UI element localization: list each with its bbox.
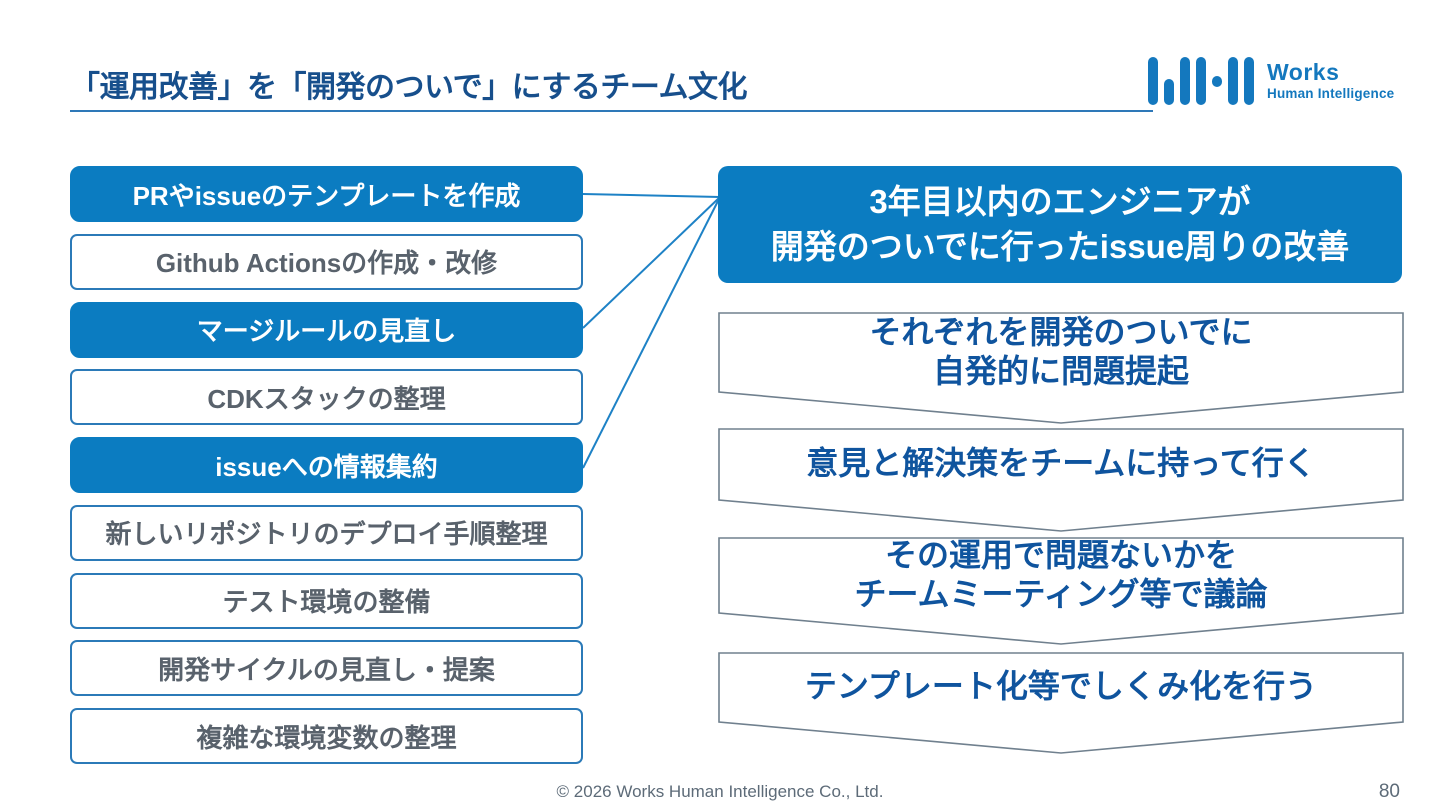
flow-step-3: テンプレート化等でしくみ化を行う: [718, 652, 1404, 755]
left-item-1: Github Actionsの作成・改修: [70, 233, 583, 290]
logo-line1: Works: [1267, 59, 1340, 86]
flow-step-2: その運用で問題ないかをチームミーティング等で議論: [718, 537, 1404, 646]
flow-step-text-0: それぞれを開発のついでに自発的に問題提起: [869, 313, 1253, 389]
logo-line2: Human Intelligence: [1267, 86, 1395, 102]
left-item-list: PRやissueのテンプレートを作成 Github Actionsの作成・改修マー…: [70, 166, 583, 764]
flow-step-text-3: テンプレート化等でしくみ化を行う: [804, 668, 1318, 705]
flow-step-0: それぞれを開発のついでに自発的に問題提起: [718, 312, 1404, 425]
left-item-5: 新しいリポジトリのデプロイ手順整理: [70, 504, 583, 561]
page-title: 「運用改善」を「開発のついで」にするチーム文化: [70, 71, 748, 104]
left-item-7: 開発サイクルの見直し・提案: [70, 640, 583, 697]
flow-step-text-1: 意見と解決策をチームに持って行く: [806, 445, 1316, 482]
left-item-2: マージルールの見直し: [70, 301, 583, 358]
left-item-3: CDKスタックの整理: [70, 369, 583, 426]
copyright: © 2026 Works Human Intelligence Co., Ltd…: [556, 782, 884, 801]
flow-step-text-2: その運用で問題ないかをチームミーティング等で議論: [854, 536, 1268, 612]
works-human-intelligence-logo: Works Human Intelligence: [1148, 57, 1394, 105]
left-item-6: テスト環境の整備: [70, 572, 583, 629]
title-underline: [70, 110, 1153, 112]
highlight-box-line2: 開発のついでに行ったissue周りの改善: [770, 227, 1350, 265]
left-item-4: issueへの情報集約: [70, 437, 583, 493]
highlight-box: 3年目以内のエンジニアが 開発のついでに行ったissue周りの改善: [718, 166, 1402, 283]
logo-bars-icon: [1148, 57, 1254, 105]
left-item-0: PRやissueのテンプレートを作成: [70, 166, 583, 222]
left-item-8: 複雑な環境変数の整理: [70, 708, 583, 764]
highlight-box-line1: 3年目以内のエンジニアが: [869, 182, 1251, 220]
logo-text: Works Human Intelligence: [1267, 61, 1394, 101]
page-number: 80: [1378, 781, 1400, 802]
flow-step-1: 意見と解決策をチームに持って行く: [718, 428, 1404, 533]
